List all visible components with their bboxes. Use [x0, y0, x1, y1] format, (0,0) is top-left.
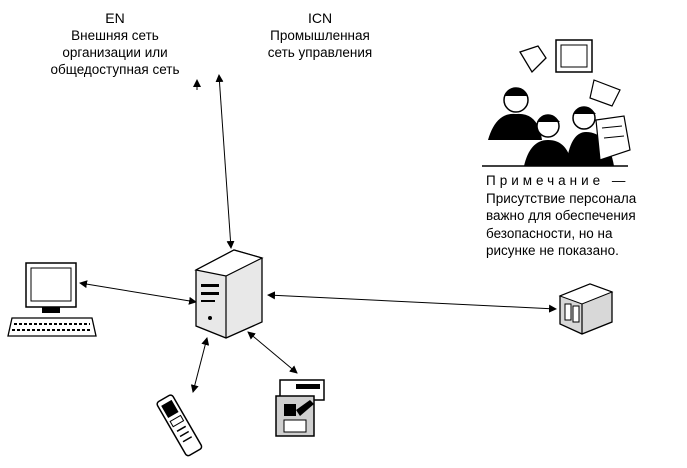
note-line-1: Присутствие персонала [486, 190, 637, 206]
link-workstation [79, 280, 197, 305]
link-handheld [190, 337, 210, 393]
controller-icon [558, 283, 614, 335]
en-line-3: общедоступная сеть [50, 62, 180, 77]
personnel-note: Примечание — Присутствие персонала важно… [486, 172, 686, 260]
icn-line-1: Промышленная [270, 28, 370, 43]
link-en-icn [215, 74, 235, 249]
icn-line-2: сеть управления [267, 45, 373, 60]
note-heading: Примечание — [486, 173, 630, 188]
en-abbr: EN [105, 10, 125, 26]
printer-icon [275, 379, 325, 437]
workstation-icon [7, 262, 97, 337]
server-icon [194, 249, 264, 339]
note-line-3: безопасности, но на [486, 225, 613, 241]
en-label: EN Внешняя сеть организации или общедост… [22, 10, 208, 78]
handheld-device-icon [156, 394, 203, 457]
personnel-icon [482, 39, 631, 167]
icn-abbr: ICN [307, 10, 333, 26]
note-line-2: важно для обеспечения [486, 208, 636, 223]
note-line-4: рисунке не показано. [486, 243, 619, 258]
link-printer [247, 331, 298, 374]
en-line-1: Внешняя сеть [71, 28, 159, 43]
icn-label: ICN Промышленная сеть управления [235, 10, 405, 61]
en-line-2: организации или [62, 45, 168, 60]
link-controller [267, 291, 557, 313]
